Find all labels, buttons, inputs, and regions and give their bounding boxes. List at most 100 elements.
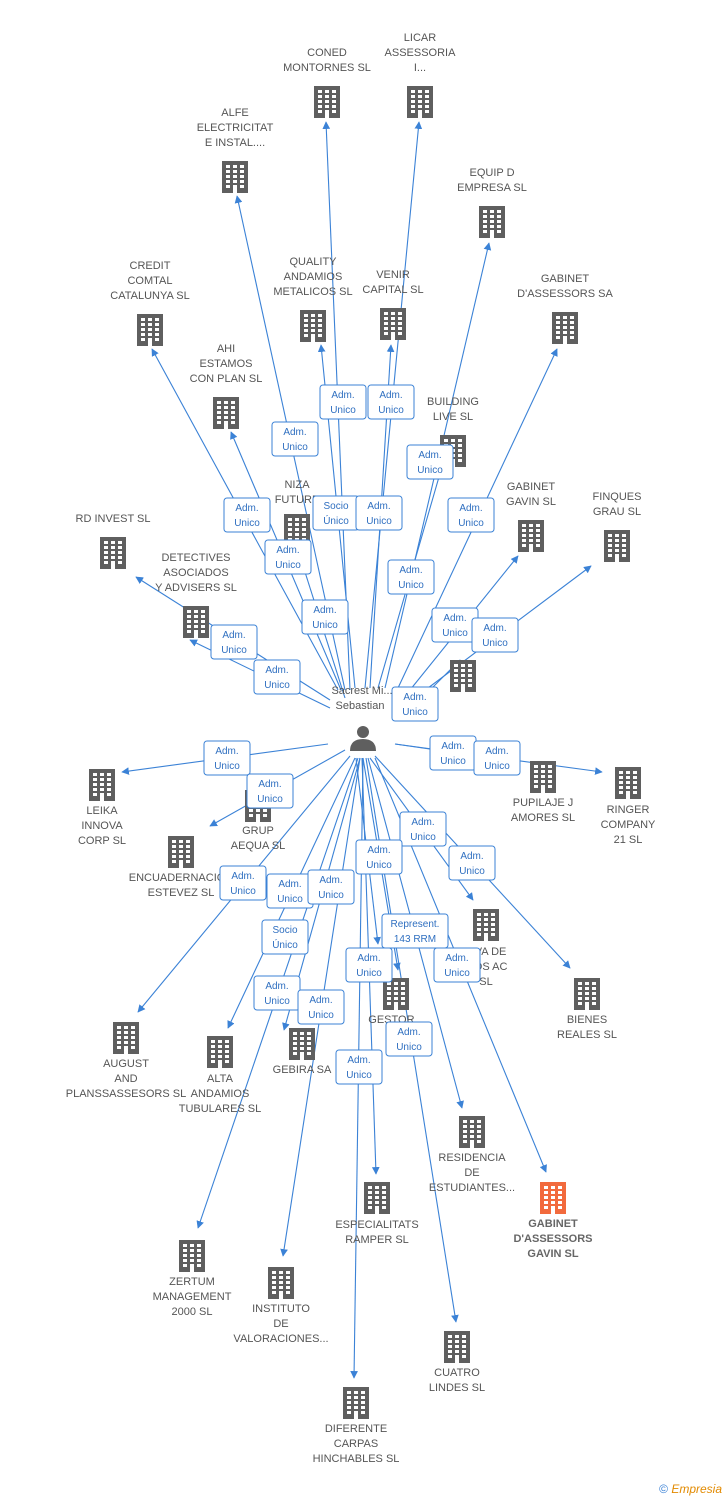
person-name-line2[interactable]: Sebastian: [336, 700, 385, 712]
company-label[interactable]: ESTAMOS: [200, 358, 253, 370]
building-icon[interactable]: [450, 660, 476, 692]
company-label[interactable]: GAVIN SL: [527, 1248, 578, 1260]
building-icon[interactable]: [314, 86, 340, 118]
company-label[interactable]: RESIDENCIA: [438, 1152, 506, 1164]
company-label[interactable]: Y ADVISERS SL: [155, 582, 237, 594]
company-label[interactable]: 21 SL: [614, 834, 643, 846]
company-label[interactable]: I...: [414, 62, 426, 74]
company-label[interactable]: QUALITY: [289, 256, 337, 268]
company-label[interactable]: NIZA: [284, 479, 310, 491]
building-icon[interactable]: [207, 1036, 233, 1068]
company-node-coned[interactable]: CONED MONTORNES SL: [283, 47, 371, 118]
company-label[interactable]: CARPAS: [334, 1438, 378, 1450]
company-label[interactable]: GRAU SL: [593, 506, 641, 518]
company-label[interactable]: ESTEVEZ SL: [148, 887, 215, 899]
company-label[interactable]: E INSTAL....: [205, 137, 265, 149]
company-label[interactable]: RAMPER SL: [345, 1234, 409, 1246]
company-label[interactable]: METALICOS SL: [273, 286, 352, 298]
company-label[interactable]: LINDES SL: [429, 1382, 485, 1394]
company-label[interactable]: GAVIN SL: [506, 496, 556, 508]
building-icon[interactable]: [343, 1387, 369, 1419]
company-label[interactable]: D'ASSESSORS: [513, 1233, 592, 1245]
company-label[interactable]: REALES SL: [557, 1029, 617, 1041]
company-label[interactable]: EMPRESA SL: [457, 182, 527, 194]
company-label[interactable]: ASOCIADOS: [163, 567, 228, 579]
brand-name[interactable]: Empresia: [671, 1482, 722, 1496]
company-node-alta[interactable]: ALTA ANDAMIOS TUBULARES SL: [179, 1036, 262, 1115]
company-label[interactable]: ZERTUM: [169, 1276, 215, 1288]
building-icon[interactable]: [479, 206, 505, 238]
company-label[interactable]: BUILDING: [427, 396, 479, 408]
company-label[interactable]: AND: [114, 1073, 137, 1085]
company-label[interactable]: TUBULARES SL: [179, 1103, 262, 1115]
building-icon[interactable]: [300, 310, 326, 342]
company-label[interactable]: AUGUST: [103, 1058, 149, 1070]
company-label[interactable]: DE: [464, 1167, 479, 1179]
building-icon[interactable]: [289, 1028, 315, 1060]
building-icon[interactable]: [604, 530, 630, 562]
company-label[interactable]: ASSESSORIA: [385, 47, 457, 59]
company-label[interactable]: GRUP: [242, 825, 274, 837]
company-label[interactable]: FUTURE: [275, 494, 320, 506]
building-icon[interactable]: [518, 520, 544, 552]
company-label[interactable]: DIFERENTE: [325, 1423, 387, 1435]
company-label[interactable]: ANDAMIOS: [191, 1088, 250, 1100]
building-icon[interactable]: [222, 161, 248, 193]
company-label[interactable]: INNOVA: [81, 820, 123, 832]
person-node[interactable]: Sacrest Mi... Sebastian: [331, 685, 393, 751]
building-icon[interactable]: [459, 1116, 485, 1148]
building-icon[interactable]: [574, 978, 600, 1010]
building-icon[interactable]: [530, 761, 556, 793]
company-node-residencia[interactable]: RESIDENCIADEESTUDIANTES...: [429, 1116, 515, 1194]
building-icon[interactable]: [364, 1182, 390, 1214]
company-label[interactable]: COMPANY: [601, 819, 656, 831]
company-node-gebira[interactable]: GEBIRA SA: [273, 1028, 332, 1076]
building-icon[interactable]: [407, 86, 433, 118]
company-node-quality[interactable]: QUALITY ANDAMIOS METALICOS SL: [273, 256, 353, 342]
building-icon[interactable]: [268, 1267, 294, 1299]
company-node-licar[interactable]: LICAR ASSESSORIA I...: [385, 32, 457, 118]
building-icon[interactable]: [380, 308, 406, 340]
building-icon[interactable]: [615, 767, 641, 799]
company-label[interactable]: HINCHABLES SL: [313, 1453, 400, 1465]
company-label[interactable]: EQUIP D: [469, 167, 514, 179]
company-node-equip[interactable]: EQUIP D EMPRESA SL: [457, 167, 527, 238]
company-label[interactable]: AHI: [217, 343, 235, 355]
company-label[interactable]: LICAR: [404, 32, 436, 44]
company-label[interactable]: ENCUADERNACION: [129, 872, 234, 884]
company-label[interactable]: GEBIRA SA: [273, 1064, 332, 1076]
company-node-gabinet-gavin-main[interactable]: GABINET D'ASSESSORS GAVIN SL: [513, 1182, 593, 1260]
company-label[interactable]: AEQUA SL: [231, 840, 285, 852]
company-label[interactable]: GABINET: [528, 1218, 578, 1230]
company-label[interactable]: LIVE SL: [433, 411, 473, 423]
person-name-line1[interactable]: Sacrest Mi...: [331, 685, 392, 697]
company-node-instituto[interactable]: INSTITUTODEVALORACIONES...: [233, 1267, 329, 1345]
company-label[interactable]: FINQUES: [593, 491, 642, 503]
company-label[interactable]: MONTORNES SL: [283, 62, 371, 74]
company-label[interactable]: ALTA: [207, 1073, 234, 1085]
company-label[interactable]: ANDAMIOS: [284, 271, 343, 283]
company-label[interactable]: BIENES: [567, 1014, 607, 1026]
company-label[interactable]: MANAGEMENT: [153, 1291, 232, 1303]
building-icon[interactable]: [137, 314, 163, 346]
company-label[interactable]: CONED: [307, 47, 347, 59]
company-label[interactable]: LEIKA: [86, 805, 118, 817]
company-label[interactable]: SL: [479, 976, 492, 988]
company-node-rd-invest[interactable]: RD INVEST SL: [76, 513, 151, 569]
company-label[interactable]: VENIR: [376, 269, 410, 281]
building-icon[interactable]: [113, 1022, 139, 1054]
company-label[interactable]: DETECTIVES: [161, 552, 230, 564]
building-icon[interactable]: [89, 769, 115, 801]
building-icon[interactable]: [213, 397, 239, 429]
company-label[interactable]: ELECTRICITAT: [197, 122, 274, 134]
